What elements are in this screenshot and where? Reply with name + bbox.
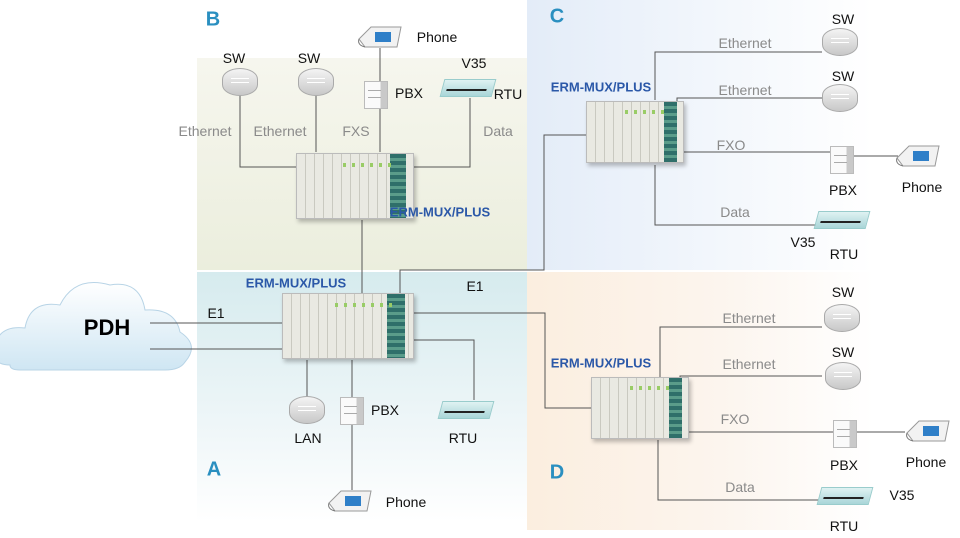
link-label-data: Data <box>725 479 755 495</box>
link-label-ethernet: Ethernet <box>253 123 307 139</box>
zone-label-c: C <box>549 5 565 28</box>
pbx-icon <box>340 397 364 425</box>
link-label-data: Data <box>483 123 513 139</box>
pbx-icon <box>830 146 854 174</box>
switch-icon <box>822 28 858 56</box>
mux-c <box>586 101 684 163</box>
pdh-cloud-icon <box>0 282 192 371</box>
lan-router-icon <box>289 396 325 424</box>
phone-icon <box>896 145 940 167</box>
link-label-e1: E1 <box>207 305 225 321</box>
switch-icon <box>298 68 334 96</box>
rtu-icon <box>816 487 874 505</box>
label-rtu: RTU <box>448 430 478 446</box>
label-sw: SW <box>831 284 855 300</box>
label-v35: V35 <box>790 234 816 250</box>
link-label-ethernet: Ethernet <box>178 123 232 139</box>
label-sw: SW <box>831 344 855 360</box>
switch-icon <box>822 84 858 112</box>
mux-c-label: ERM-MUX/PLUS <box>550 79 652 95</box>
label-pbx: PBX <box>394 85 424 101</box>
label-phone: Phone <box>416 29 458 45</box>
zone-label-a: A <box>206 458 222 481</box>
link-label-ethernet: Ethernet <box>718 35 772 51</box>
link-label-fxo: FXO <box>720 411 750 427</box>
mux-d <box>591 377 689 439</box>
label-phone: Phone <box>901 179 943 195</box>
pdh-label: PDH <box>83 315 131 340</box>
label-lan: LAN <box>294 430 322 446</box>
mux-d-label: ERM-MUX/PLUS <box>550 355 652 371</box>
pbx-icon <box>364 81 388 109</box>
phone-icon <box>358 26 402 48</box>
label-pbx: PBX <box>828 182 858 198</box>
label-sw: SW <box>222 50 246 66</box>
label-phone: Phone <box>905 454 947 470</box>
phone-icon <box>328 490 372 512</box>
label-sw: SW <box>831 11 855 27</box>
label-v35: V35 <box>461 55 487 71</box>
link-label-ethernet: Ethernet <box>718 82 772 98</box>
label-rtu: RTU <box>829 518 859 534</box>
label-v35: V35 <box>889 487 915 503</box>
mux-a-label: ERM-MUX/PLUS <box>245 275 347 291</box>
switch-icon <box>825 362 861 390</box>
label-phone: Phone <box>385 494 427 510</box>
zone-label-b: B <box>205 8 221 31</box>
pbx-icon <box>833 420 857 448</box>
label-sw: SW <box>297 50 321 66</box>
link-label-ethernet: Ethernet <box>722 310 776 326</box>
switch-icon <box>824 304 860 332</box>
rtu-icon <box>813 211 871 229</box>
switch-icon <box>222 68 258 96</box>
link-label-ethernet: Ethernet <box>722 356 776 372</box>
mux-b <box>296 153 414 219</box>
rtu-icon <box>437 401 495 419</box>
link-label-data: Data <box>720 204 750 220</box>
phone-icon <box>906 420 950 442</box>
link-label-fxs: FXS <box>342 123 370 139</box>
label-rtu: RTU <box>493 86 523 102</box>
label-sw: SW <box>831 68 855 84</box>
rtu-icon <box>439 79 497 97</box>
label-pbx: PBX <box>370 402 400 418</box>
zone-label-d: D <box>549 461 565 484</box>
label-rtu: RTU <box>829 246 859 262</box>
mux-a <box>282 293 414 359</box>
label-pbx: PBX <box>829 457 859 473</box>
mux-b-label: ERM-MUX/PLUS <box>389 204 491 220</box>
link-label-e1: E1 <box>466 278 484 294</box>
link-label-fxo: FXO <box>716 137 746 153</box>
